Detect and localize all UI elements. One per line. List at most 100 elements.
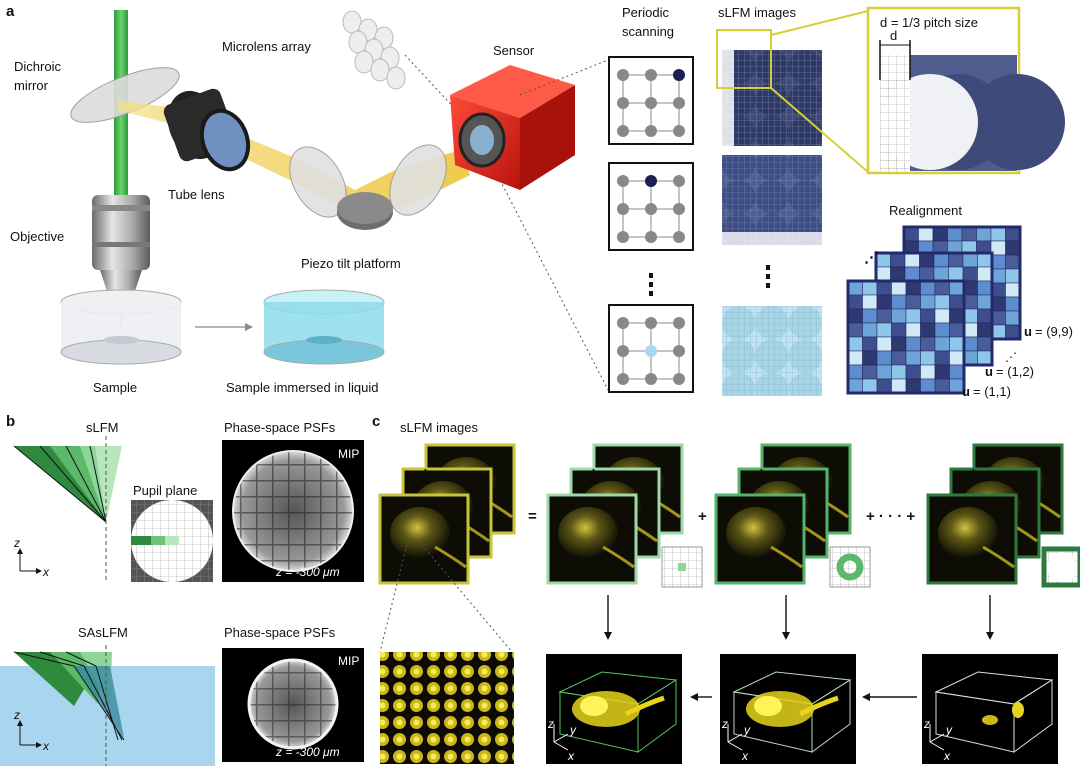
slfm-images-label: sLFM images — [718, 5, 797, 20]
stack-dots: ⋰ — [966, 462, 981, 479]
slfm-lenslet — [822, 114, 855, 147]
realign-cell — [962, 266, 978, 282]
equals-sign: = — [528, 508, 537, 525]
microlens — [354, 50, 374, 74]
axis-line — [553, 741, 569, 751]
realign-cell — [905, 280, 921, 296]
realign-cell — [1005, 282, 1021, 298]
psf-image-top — [222, 440, 364, 582]
scan-dot — [617, 345, 629, 357]
sensor-dotted-bottom — [499, 179, 609, 391]
sensor-camera — [450, 65, 575, 190]
pitch-d-label: d — [890, 28, 897, 43]
realign-cell — [1005, 310, 1021, 326]
zebrafish-tail — [770, 545, 803, 569]
realign-cell — [934, 322, 950, 338]
down-arrowhead — [986, 632, 994, 640]
realign-cell — [905, 294, 921, 310]
realign-cell — [876, 308, 892, 324]
sensor-dotted-top — [519, 59, 609, 96]
realign-cell — [933, 252, 949, 268]
scan-dot — [645, 373, 657, 385]
realign-cell — [949, 364, 965, 380]
realign-cell — [934, 280, 950, 296]
slfm-lenslet — [755, 273, 788, 306]
scan-dot — [673, 69, 685, 81]
scan-dot — [673, 345, 685, 357]
volume-box-side — [811, 679, 851, 753]
microlens — [348, 30, 368, 54]
stack-dots: ⋰ — [586, 462, 601, 479]
dichroic-label-1: Dichroic — [14, 59, 61, 74]
scan-dot — [645, 125, 657, 137]
scan-ellipsis — [649, 282, 653, 287]
scan-dot — [617, 231, 629, 243]
realign-cell — [977, 336, 993, 352]
realign-cell — [1005, 240, 1021, 256]
realign-cell — [949, 322, 965, 338]
u12-bold: u — [985, 364, 993, 379]
periodic-label-2: scanning — [622, 24, 674, 39]
realign-cell — [977, 280, 993, 296]
realign-cell — [862, 336, 878, 352]
axis-x-label: x — [741, 749, 749, 763]
realign-cell — [891, 378, 907, 394]
realign-cell — [890, 266, 906, 282]
slfm-lenslet — [822, 50, 855, 83]
realign-cell — [876, 336, 892, 352]
realign-cell — [847, 308, 863, 324]
psf-image-bottom — [222, 648, 364, 762]
realignment-stack — [846, 225, 1022, 395]
realign-cell — [876, 378, 892, 394]
microlens — [342, 10, 362, 34]
zebrafish-tail — [982, 545, 1015, 569]
realign-cell — [977, 350, 993, 366]
microlens — [386, 66, 406, 90]
realign-cell — [876, 294, 892, 310]
realign-cell — [847, 350, 863, 366]
axis-line — [929, 733, 945, 743]
axis-z-b1: z — [13, 536, 20, 550]
slfm-lenslet — [822, 406, 855, 439]
mip-2: MIP — [338, 654, 359, 668]
realign-cell — [977, 322, 993, 338]
scan-ellipsis — [649, 291, 653, 296]
realign-cell — [934, 350, 950, 366]
scan-dot — [617, 125, 629, 137]
scan-dot — [673, 203, 685, 215]
realign-cell — [918, 226, 934, 242]
slfm-ray-fan — [13, 436, 122, 582]
realign-cell — [875, 266, 891, 282]
volume-fish-eye — [754, 696, 782, 716]
zoom-line-right — [421, 544, 513, 653]
realign-cell — [920, 294, 936, 310]
slfm-lenslet — [822, 83, 855, 116]
dichroic-label-2: mirror — [14, 78, 49, 93]
realign-cell — [891, 350, 907, 366]
slfm-ellipsis — [766, 265, 770, 270]
axis-y-label: y — [743, 723, 751, 737]
axis-y-label: y — [945, 723, 953, 737]
image-stacks: ⋰⋰⋰⋰ — [378, 443, 1080, 588]
piezo-tilt-platform — [289, 144, 447, 230]
realign-cell — [862, 378, 878, 394]
scan-dot — [645, 317, 657, 329]
scan-dot — [645, 97, 657, 109]
realign-cell — [905, 308, 921, 324]
slfm-tile — [722, 50, 855, 146]
axis-x-label: x — [943, 749, 951, 763]
slfm-tile-grid — [722, 306, 822, 396]
zebrafish-glow — [558, 507, 618, 559]
panel-b: b sLFM z x Pupil plane — [0, 413, 364, 766]
realign-cell — [920, 336, 936, 352]
realign-cell — [905, 378, 921, 394]
scan-dot — [645, 345, 657, 357]
realign-cell — [948, 266, 964, 282]
c-arrows — [604, 595, 994, 701]
realign-cell — [919, 266, 935, 282]
realign-cell — [904, 266, 920, 282]
slfm-lenslet — [822, 180, 855, 213]
axis-z-b2: z — [13, 708, 20, 722]
realignment-label: Realignment — [889, 203, 962, 218]
realign-cell — [891, 336, 907, 352]
